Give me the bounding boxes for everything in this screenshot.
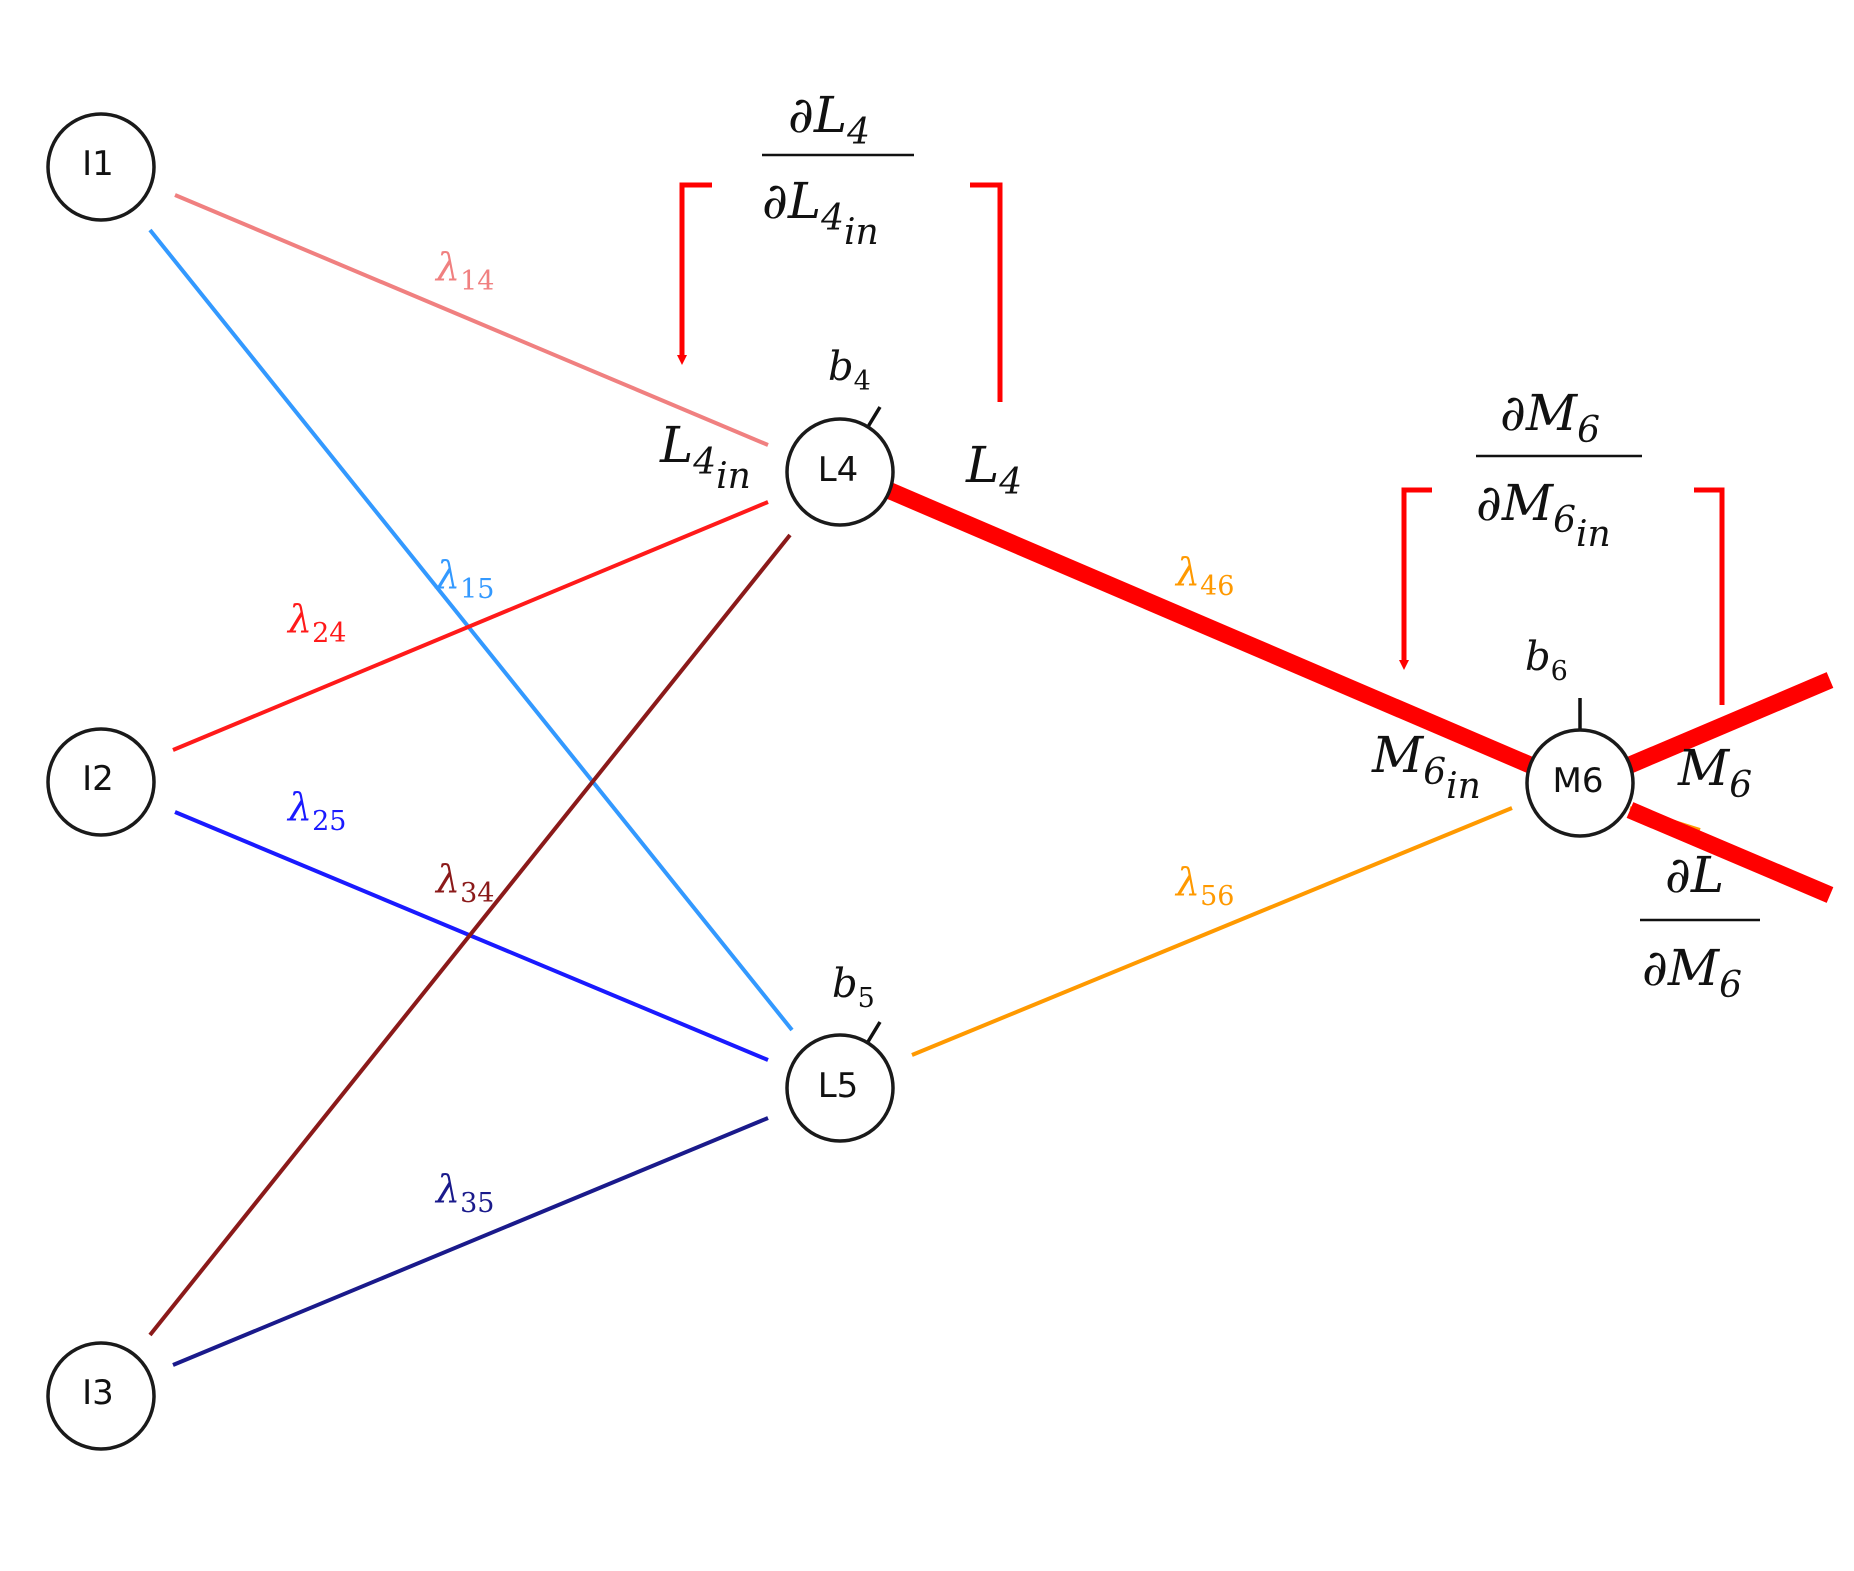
fraction-dm6-denominator: ∂M6in [1476, 474, 1611, 555]
node-l4: L4 [785, 417, 895, 527]
edge-l5-m6 [911, 806, 1513, 1057]
bracket-m6-right [1694, 487, 1725, 705]
node-i1-label: I1 [82, 144, 114, 184]
edge-label-w56: λ56 [1174, 860, 1234, 912]
node-m6: M6 [1525, 728, 1635, 838]
node-m6-label: M6 [1553, 761, 1604, 801]
node-l5: L5 [785, 1033, 895, 1143]
label-m6-out: M6 [1677, 739, 1752, 806]
edge-label-w25: λ25 [286, 785, 346, 837]
edge-l4-m6-highlight [884, 482, 1534, 773]
fraction-dloss: ∂L ∂M6 [1640, 846, 1760, 1006]
fraction-dloss-denominator: ∂M6 [1642, 939, 1742, 1006]
node-i1: I1 [46, 112, 156, 222]
bias-label-b4: b4 [828, 344, 871, 397]
fraction-dl4: ∂L4 ∂L4in [762, 86, 914, 253]
edge-i3-l5 [172, 1116, 769, 1367]
edge-i1-l5 [148, 228, 794, 1032]
node-i3: I3 [46, 1341, 156, 1451]
output-line-lower [1626, 802, 1834, 903]
bracket-l4 [677, 182, 1003, 402]
fraction-dl4-numerator: ∂L4 [788, 86, 870, 153]
edge-i2-l4 [172, 500, 769, 752]
edge-label-w34: λ34 [434, 857, 494, 909]
node-l5-label: L5 [818, 1066, 859, 1106]
edge-label-w24: λ24 [286, 597, 346, 649]
bracket-m6 [1399, 487, 1725, 705]
label-m6-in: M6in [1371, 726, 1481, 807]
fraction-dm6: ∂M6 ∂M6in [1476, 384, 1642, 555]
fraction-dl4-denominator: ∂L4in [762, 172, 879, 253]
node-i2-label: I2 [82, 759, 114, 799]
node-i2: I2 [46, 727, 156, 837]
edge-label-w35: λ35 [434, 1167, 494, 1219]
fraction-dloss-numerator: ∂L [1665, 846, 1724, 904]
fraction-dm6-numerator: ∂M6 [1500, 384, 1600, 451]
edge-i1-l4 [174, 193, 769, 447]
output-line-upper [1626, 672, 1834, 773]
bias-label-b6: b6 [1525, 634, 1568, 687]
bracket-l4-left-arrow [677, 182, 712, 365]
edge-i3-l4 [148, 533, 792, 1337]
label-l4-out: L4 [965, 436, 1022, 503]
bracket-l4-right [970, 182, 1003, 402]
label-l4-in: L4in [659, 416, 751, 497]
bias-label-b5: b5 [832, 961, 875, 1014]
node-l4-label: L4 [818, 450, 859, 490]
edge-label-w46: λ46 [1174, 550, 1234, 602]
bracket-m6-left-arrow [1399, 487, 1432, 670]
node-i3-label: I3 [82, 1373, 114, 1413]
edge-label-w14: λ14 [434, 245, 494, 297]
edge-label-w15: λ15 [434, 553, 494, 605]
